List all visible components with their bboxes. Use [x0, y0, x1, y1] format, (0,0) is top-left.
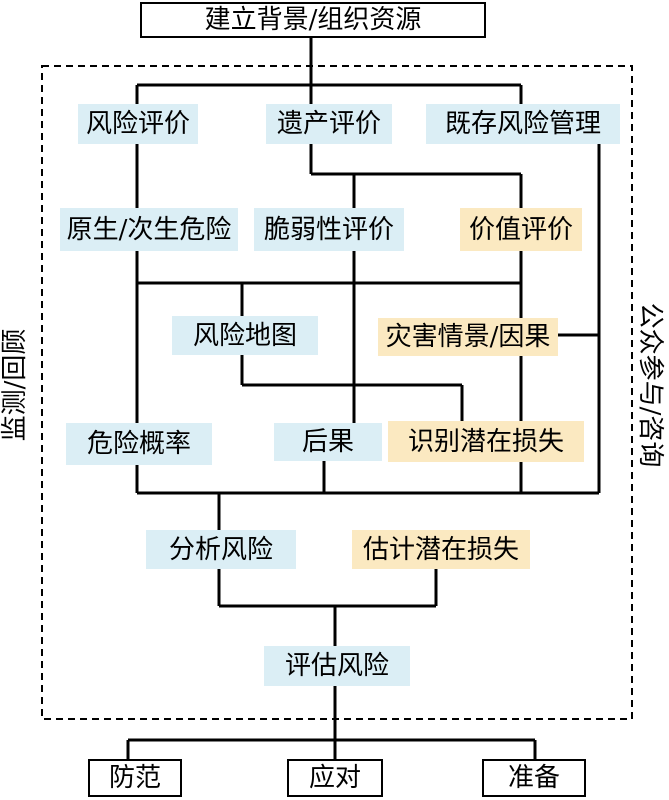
assess-risk-box: 评估风险 — [264, 646, 410, 686]
disaster-scenario-box: 灾害情景/因果 — [378, 318, 558, 356]
process-frame — [41, 65, 633, 720]
prevention-box: 防范 — [88, 759, 182, 797]
heritage-evaluation-box: 遗产评价 — [266, 104, 392, 144]
establish-context-box: 建立背景/组织资源 — [140, 2, 486, 38]
existing-risk-management-box: 既存风险管理 — [426, 104, 620, 144]
value-evaluation-box: 价值评价 — [460, 208, 582, 251]
consequence-box: 后果 — [274, 423, 382, 461]
preparation-box: 准备 — [482, 759, 586, 797]
monitor-review-label: 监测/回顾 — [0, 328, 30, 442]
risk-evaluation-box: 风险评价 — [78, 104, 198, 144]
vulnerability-evaluation-box: 脆弱性评价 — [254, 208, 404, 251]
public-consultation-label: 公众参与/咨询 — [635, 302, 665, 468]
estimate-potential-loss-box: 估计潜在损失 — [352, 530, 530, 569]
response-box: 应对 — [287, 759, 383, 797]
identify-potential-loss-box: 识别潜在损失 — [388, 421, 584, 462]
hazard-probability-box: 危险概率 — [66, 423, 212, 465]
hazard-box: 原生/次生危险 — [60, 208, 238, 251]
risk-map-box: 风险地图 — [172, 316, 318, 355]
analyze-risk-box: 分析风险 — [146, 530, 296, 569]
